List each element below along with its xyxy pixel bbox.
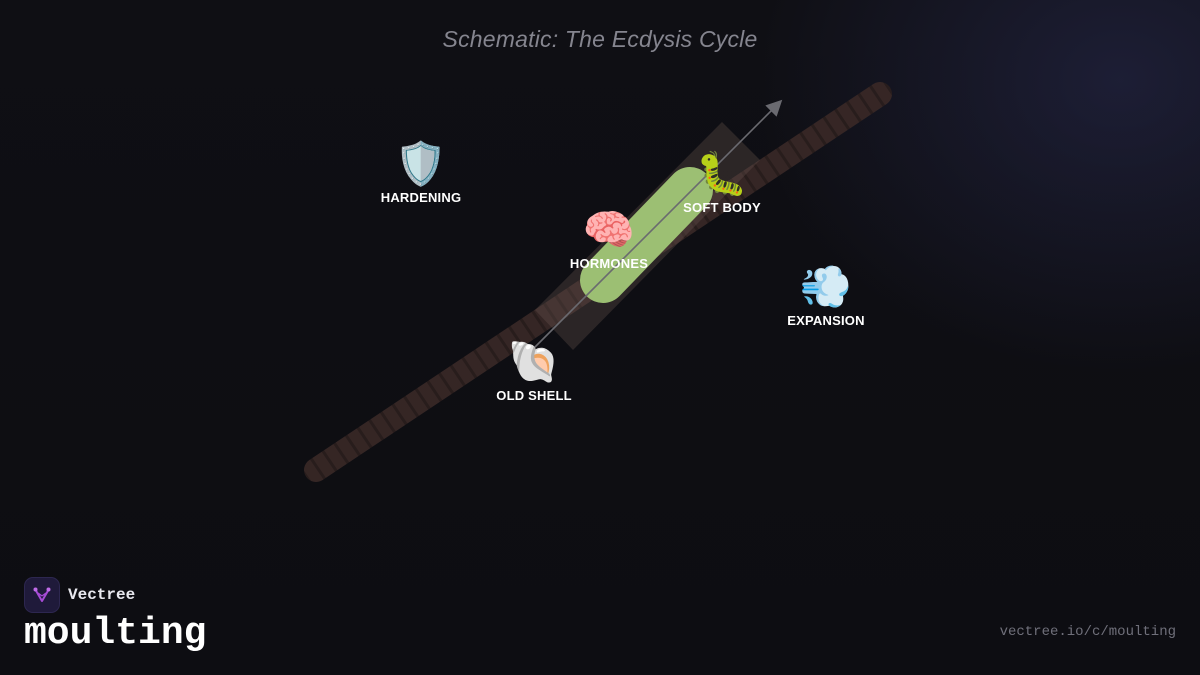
brain-icon: 🧠	[582, 205, 636, 254]
shield-icon: 🛡️	[394, 139, 448, 188]
node-label-expansion: EXPANSION	[787, 313, 865, 328]
shell-icon: 🐚	[507, 337, 561, 386]
node-label-hormones: HORMONES	[569, 256, 649, 271]
caterpillar-icon: 🐛	[695, 149, 749, 198]
vectree-logo-icon	[24, 577, 60, 613]
topic-title: moulting	[24, 612, 207, 655]
node-hardening: 🛡️ HARDENING	[380, 139, 462, 206]
brand-name: Vectree	[68, 586, 136, 604]
brand[interactable]: Vectree	[24, 577, 135, 613]
node-label-old-shell: OLD SHELL	[496, 388, 572, 403]
dash-wind-icon: 💨	[799, 262, 853, 311]
node-expansion: 💨 EXPANSION	[787, 262, 865, 329]
diagram-title: Schematic: The Ecdysis Cycle	[442, 26, 758, 52]
topic-url[interactable]: vectree.io/c/moulting	[999, 624, 1176, 640]
node-label-soft-body: SOFT BODY	[683, 200, 761, 215]
node-label-hardening: HARDENING	[380, 190, 462, 205]
node-soft-body: 🐛 SOFT BODY	[683, 149, 761, 216]
emergence-arrow	[519, 99, 783, 363]
node-hormones: 🧠 HORMONES	[569, 205, 649, 272]
node-old-shell: 🐚 OLD SHELL	[496, 337, 572, 404]
